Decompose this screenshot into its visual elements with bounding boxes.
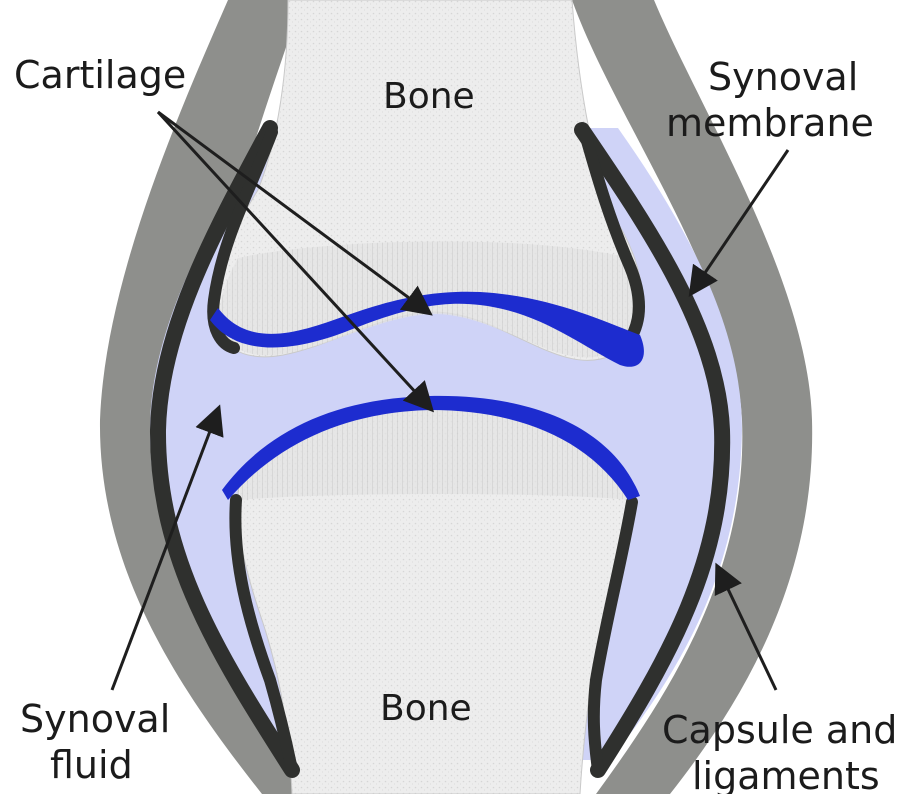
label-cartilage: Cartilage: [14, 53, 186, 97]
label-capsule-line2: ligaments: [692, 754, 880, 794]
label-synovial-membrane-line2: membrane: [666, 101, 874, 145]
label-synovial-membrane-line1: Synoval: [708, 55, 858, 99]
label-synovial-fluid-line2: fluid: [50, 743, 133, 787]
label-bone-bottom: Bone: [380, 688, 472, 729]
label-synovial-fluid-line1: Synoval: [20, 697, 170, 741]
label-capsule-line1: Capsule and: [662, 708, 897, 752]
label-bone-top: Bone: [383, 76, 475, 117]
